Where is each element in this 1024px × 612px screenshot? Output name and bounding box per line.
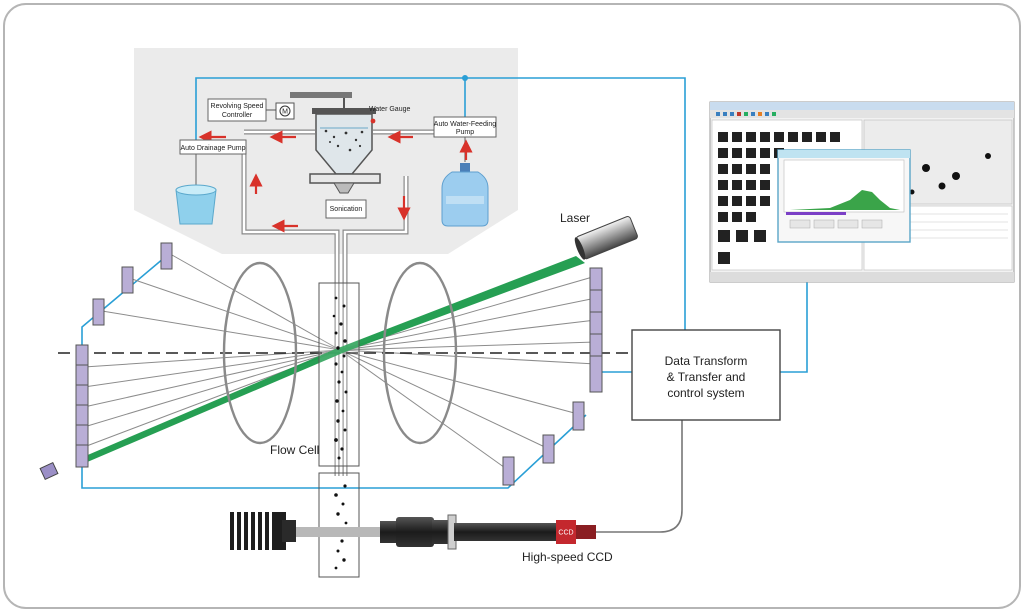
dispersion-tank — [290, 92, 381, 194]
left-angle-detectors — [92, 242, 173, 326]
high-speed-ccd-label: High-speed CCD — [522, 550, 613, 564]
data-system-label-3: control system — [667, 386, 744, 400]
ccd-cable — [596, 420, 683, 533]
flow-cell-particles — [332, 296, 348, 570]
auto-drainage-pump-label: Auto Drainage Pump — [181, 145, 246, 152]
motor-icon: M — [275, 102, 295, 120]
auto-drainage-pump-box — [179, 139, 247, 155]
lens-right — [382, 261, 458, 445]
flow-arrows — [198, 130, 473, 233]
laser-head — [574, 216, 638, 260]
flow-cell-upper — [318, 282, 360, 467]
forward-detector — [39, 461, 59, 481]
data-cables — [81, 77, 808, 489]
flow-cell-label: Flow Cell — [270, 443, 319, 457]
water-gauge-label: Water Gauge — [369, 106, 410, 113]
ccd-optical-rail — [292, 527, 392, 537]
heat-sink-icon — [230, 512, 296, 550]
software-screenshot — [709, 101, 1015, 283]
flow-cell-lower — [318, 472, 360, 578]
auto-water-feeding-pump-label-1: Auto Water-Feeding — [434, 121, 496, 128]
laser-beam — [76, 256, 585, 466]
water-bottle-icon — [441, 163, 489, 227]
right-angle-detectors — [502, 401, 585, 486]
data-transform-box — [631, 329, 781, 421]
laser-label: Laser — [560, 211, 590, 225]
data-system-label-2: & Transfer and — [667, 370, 746, 384]
sonication-label: Sonication — [330, 206, 363, 213]
lens-left — [222, 261, 298, 445]
cable-software — [779, 282, 808, 373]
auto-water-feeding-pump-label-2: Pump — [456, 129, 474, 136]
revolving-speed-controller-label-1: Revolving Speed — [211, 103, 264, 110]
high-speed-ccd-camera — [380, 514, 596, 550]
sonication-box — [325, 199, 367, 219]
cable-junction — [462, 75, 468, 81]
right-detector-array — [589, 267, 603, 393]
cable-top — [195, 77, 686, 330]
revolving-speed-controller-label-2: Controller — [222, 112, 253, 119]
auto-water-feeding-pump-box — [433, 116, 497, 138]
data-system-label-1: Data Transform — [665, 354, 748, 368]
ccd-tag: CCD — [558, 530, 573, 537]
svg-text:M: M — [282, 109, 288, 116]
cable-detector-ring — [81, 257, 587, 489]
bucket-icon — [175, 184, 217, 225]
left-detector-array — [75, 344, 89, 468]
